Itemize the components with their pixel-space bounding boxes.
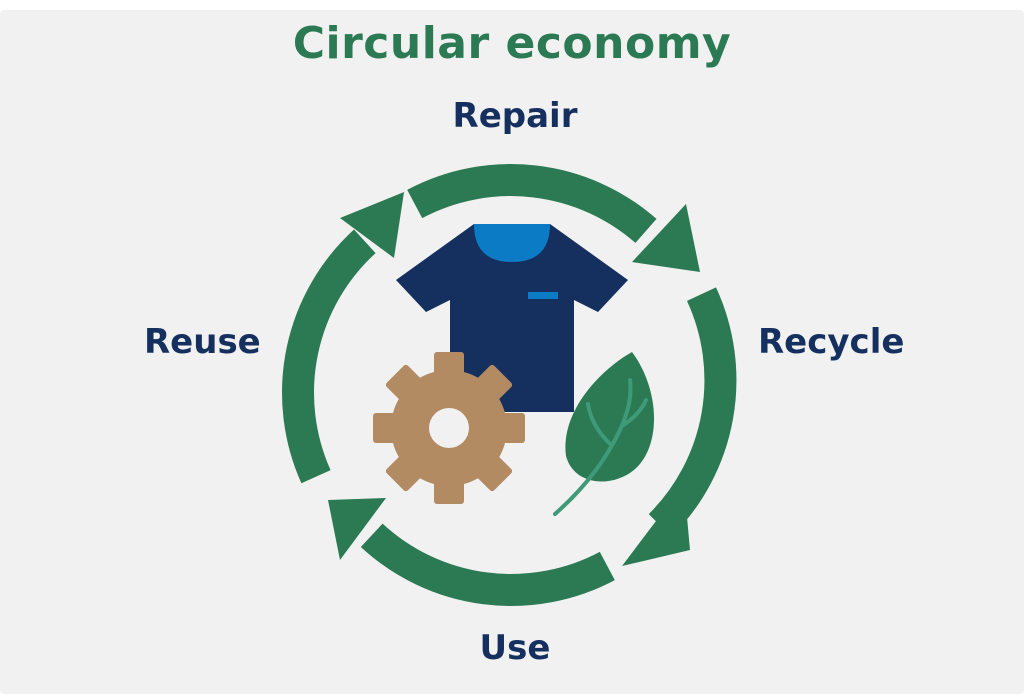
arrowhead-bottom-right — [622, 484, 690, 566]
stage-label-reuse: Reuse — [144, 322, 261, 362]
gear-icon — [373, 352, 525, 504]
leaf-icon — [553, 352, 655, 516]
stage-label-use: Use — [479, 628, 551, 668]
arrow-recycle-to-use — [648, 287, 737, 537]
arrow-reuse-to-repair — [282, 229, 376, 484]
circular-arrows-icon — [282, 164, 737, 606]
arrowheads — [328, 192, 700, 566]
arrow-repair-to-recycle — [407, 164, 657, 244]
arrowhead-top-left — [340, 192, 404, 258]
stage-label-repair: Repair — [452, 96, 578, 136]
arrowhead-top-right — [632, 204, 700, 272]
arrowhead-bottom-left — [328, 498, 386, 560]
diagram-title: Circular economy — [292, 18, 732, 69]
stage-label-recycle: Recycle — [758, 322, 905, 362]
arrow-use-to-reuse — [360, 523, 615, 606]
shirt-pocket — [528, 292, 558, 299]
